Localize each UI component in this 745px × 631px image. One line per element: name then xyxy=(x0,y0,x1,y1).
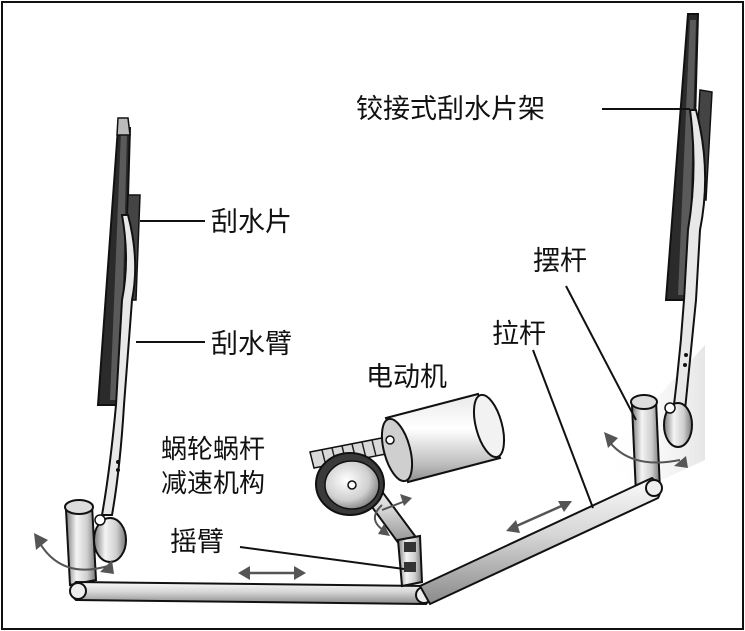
label-motor: 电动机 xyxy=(366,362,447,393)
left-pivot-cap xyxy=(64,499,94,515)
pull-rod-arrowhead xyxy=(506,520,520,533)
left-swing-arrow xyxy=(37,539,109,571)
right-swing-arrow xyxy=(607,439,681,464)
left-swing-arrowhead xyxy=(100,560,114,574)
connecting-rod-left xyxy=(70,580,432,606)
drive-unit xyxy=(309,392,506,588)
pull-rod-motion-arrow xyxy=(511,502,567,530)
right-arm-rivet xyxy=(683,363,687,367)
rod-end-joint xyxy=(69,582,87,600)
rocker-rotation-arrowhead xyxy=(378,524,390,536)
labels: 铰接式刮水片架 刮水片 刮水臂 摆杆 拉杆 电动机 蜗轮蜗杆 减速机构 摇臂 xyxy=(161,94,587,558)
motor-shaft xyxy=(385,435,395,445)
left-blade-tip xyxy=(116,117,131,136)
label-worm-reducer-line1: 蜗轮蜗杆 xyxy=(161,435,265,465)
rod-end-joint xyxy=(645,479,663,497)
motor-rear-face xyxy=(472,393,506,459)
leader-lines xyxy=(136,108,690,570)
label-wiper-arm: 刮水臂 xyxy=(211,329,292,360)
right-swing-arrowhead xyxy=(674,456,688,468)
label-wiper-blade: 刮水片 xyxy=(211,207,292,238)
label-worm-reducer-line2: 减速机构 xyxy=(161,469,265,499)
left-wiper xyxy=(34,117,141,587)
label-hinged-blade-frame: 铰接式刮水片架 xyxy=(356,94,545,125)
rocker-slot xyxy=(404,542,416,552)
left-blade-rubber xyxy=(110,132,127,400)
right-wiper xyxy=(604,13,713,496)
left-rod-arrowhead xyxy=(294,566,306,580)
label-swing-lever: 摆杆 xyxy=(533,246,587,277)
left-arm-rivet xyxy=(116,460,120,464)
left-arm-rivet xyxy=(116,468,120,472)
linkage xyxy=(69,476,663,606)
label-rocker-arm: 摇臂 xyxy=(170,527,224,558)
right-blade-rubber xyxy=(678,20,696,295)
right-pivot-cap xyxy=(630,394,658,410)
leader-rocker-arm xyxy=(239,546,405,570)
right-arm-head xyxy=(663,402,693,448)
leader-swing-lever xyxy=(565,285,637,421)
worm-gear-hub xyxy=(347,480,357,490)
leader-pull-rod xyxy=(532,349,594,509)
pull-rod-arrowhead xyxy=(558,501,572,512)
left-rod-arrowhead xyxy=(238,566,250,580)
left-arm-head-bolt xyxy=(94,514,106,526)
left-swing-arrowhead xyxy=(34,533,48,550)
left-pivot-shaft xyxy=(64,503,98,587)
right-arm-head-bolt xyxy=(664,402,676,414)
right-arm-rivet xyxy=(684,353,688,357)
right-swing-arrowhead xyxy=(604,432,618,448)
rocker-motion-arrowhead xyxy=(400,494,412,506)
rocker-slot xyxy=(404,562,416,572)
label-pull-rod: 拉杆 xyxy=(492,319,546,350)
motor-end-face xyxy=(380,417,414,483)
